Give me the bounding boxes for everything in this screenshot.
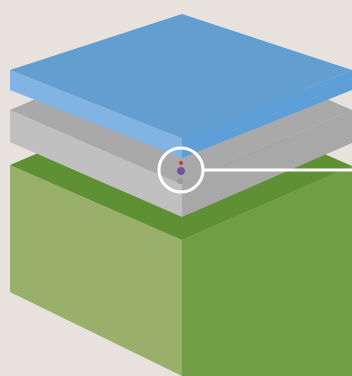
top-layer-right-face <box>182 70 352 158</box>
middle-layer-left-face <box>10 110 182 217</box>
bottom-layer-right-face <box>182 166 352 376</box>
top-layer-left-face <box>10 70 182 158</box>
top-layer-top-face <box>10 14 352 138</box>
magnifier-callout-icon <box>157 146 352 194</box>
middle-layer-right-face <box>182 110 352 217</box>
bottom-layer-left-face <box>10 165 182 376</box>
particle-gray <box>177 178 183 184</box>
top-layer <box>10 14 352 158</box>
particle-icon <box>177 161 185 184</box>
particle-purple <box>177 167 185 175</box>
particle-red <box>179 161 183 165</box>
